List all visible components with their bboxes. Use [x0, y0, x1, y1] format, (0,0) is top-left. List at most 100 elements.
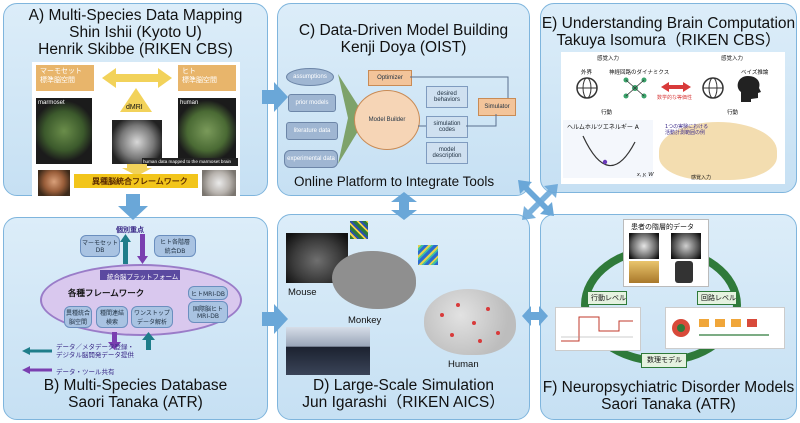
neural-network-icon [623, 77, 647, 99]
down-teal-arrows-icon [108, 332, 155, 350]
behavior-plot [555, 307, 641, 351]
head-silhouette-icon [737, 76, 761, 102]
panel-d-title-line2: Jun Igarashi（RIKEN AICS） [302, 394, 505, 411]
sense-input-1: 感覚入力 [597, 56, 620, 62]
panel-a-title-line3: Henrik Skibbe (RIKEN CBS) [38, 41, 233, 58]
desired-behaviors-box: desired behaviors [426, 86, 468, 108]
monkey-brain [332, 251, 416, 309]
world-label: 外界 [581, 70, 593, 76]
legend-teal-arrow-icon [22, 347, 52, 355]
panel-b-title-line2: Saori Tanaka (ATR) [68, 394, 203, 411]
arrow-a-to-c-icon [262, 82, 288, 112]
marmoset-ref-label: マーモセット 標準脳空間 [40, 67, 82, 84]
globe-right-icon [702, 77, 724, 99]
behavior-level-label: 行動レベル [591, 294, 626, 302]
frameworks-label: 各種フレームワーク [68, 289, 145, 299]
panel-d-title: D) Large-Scale Simulation Jun Igarashi（R… [278, 377, 529, 411]
literature-data-node: literature data [286, 122, 338, 140]
simulator-box: Simulator [478, 98, 516, 116]
legend-register-label: データ／メタデータ登録・ デジタル脳開発データ提供 [56, 343, 134, 359]
one-stop-pill: ワンストップ データ解析 [131, 306, 173, 328]
panel-c-title-line2: Kenji Doya (OIST) [340, 39, 467, 56]
globe-left-icon [576, 77, 598, 99]
human-label: human [180, 100, 199, 106]
patient-eeg-image [629, 261, 659, 283]
panel-f-title: F) Neuropsychiatric Disorder Models Saor… [541, 379, 796, 413]
patient-data-label: 患者の階層的データ [631, 223, 694, 231]
human-brain-dots-icon [440, 303, 500, 343]
monkey-photo [38, 170, 70, 196]
marmoset-ref-box [36, 65, 94, 91]
model-builder-box: Model Builder [354, 90, 420, 150]
human-ref-box [178, 65, 236, 91]
funnel-arrows-icon [338, 74, 366, 164]
marmoset-label: marmoset [38, 100, 65, 106]
panel-b-title-line1: B) Multi-Species Database [43, 377, 228, 394]
human-ref-label: ヒト 標準脳空間 [182, 67, 217, 84]
sense-input-3: 感覚入力 [691, 175, 712, 181]
mapping-arrow-icon [102, 68, 172, 88]
circuit-level-tag [697, 291, 737, 305]
model-tools-pill: 種間連結 検索 [96, 306, 128, 328]
legend-share-label: データ・ツール共有 [56, 368, 115, 376]
experimental-data-node: experimental data [284, 150, 338, 168]
marmoset-db-pill: マーモセット DB [80, 235, 120, 257]
equivalence-arrow-icon [661, 82, 691, 92]
caption-bar [142, 158, 238, 166]
optimizer-box: Optimizer [368, 70, 412, 86]
human-brain [424, 289, 516, 355]
patient-phone-image [675, 261, 693, 283]
mapping-caption: human data mapped to the marmoset brain [143, 159, 232, 164]
marmoset-brain-scan [36, 98, 92, 164]
math-model-tag [641, 353, 687, 368]
behavior-level-tag [587, 291, 627, 305]
panel-a-title-line1: A) Multi-Species Data Mapping [28, 7, 243, 24]
flow-lines-icon [410, 76, 509, 127]
supercomputer-photo [286, 327, 370, 375]
platform-bar [100, 270, 180, 280]
axes-label: x, y, W [637, 172, 654, 178]
free-energy-label: ヘルムホルツエネルギー A [567, 124, 639, 131]
arrow-a-to-b-icon [118, 194, 148, 220]
human-brain-scan [178, 98, 236, 164]
circuit-nodes-icon [672, 319, 769, 337]
platform-label: 統合脳プラットフォーム [107, 273, 179, 281]
mri-db-pill: ヒトMRI-DB [188, 286, 228, 300]
arrow-c-e-f-cross-icon [518, 180, 558, 220]
panel-b-title: B) Multi-Species Database Saori Tanaka (… [4, 377, 267, 411]
human-db-pill: ヒト各階層 統合DB [154, 235, 196, 257]
panel-e-title-line2: Takuya Isomura（RIKEN CBS） [556, 32, 781, 49]
down-arrow-icon [122, 164, 152, 176]
panel-a-figure: マーモセット 標準脳空間 ヒト 標準脳空間 dMRI marmoset huma… [32, 62, 240, 196]
model-description-box: model description [426, 142, 468, 164]
sense-input-2: 感覚入力 [721, 56, 744, 62]
assumptions-cloud: assumptions [286, 68, 334, 86]
action-label-1: 行動 [601, 110, 613, 116]
free-energy-plot [563, 120, 653, 178]
mouse-photo [202, 170, 236, 196]
panel-a-title-line2: Shin Ishii (Kyoto U) [69, 24, 202, 41]
panel-c-model-building: C) Data-Driven Model Building Kenji Doya… [277, 3, 530, 196]
mouse-label: Mouse [288, 287, 317, 298]
dynamics-label: 神経回路のダイナミクス [609, 70, 670, 76]
arrow-c-d-bidirectional-icon [391, 192, 417, 220]
monkey-label: Monkey [348, 315, 382, 326]
panel-d-title-line1: D) Large-Scale Simulation [313, 377, 494, 394]
framework-label: 異種脳統合フレームワーク [92, 177, 188, 186]
dmri-label: dMRI [126, 104, 143, 111]
math-model-label: 数理モデル [647, 356, 682, 364]
online-platform-label: Online Platform to Integrate Tools [294, 174, 495, 189]
panel-c-title-line1: C) Data-Driven Model Building [298, 22, 509, 39]
panel-e-title: E) Understanding Brain Computation Takuy… [541, 15, 796, 49]
panel-b-database: B) Multi-Species Database Saori Tanaka (… [3, 217, 268, 420]
panel-f-title-line1: F) Neuropsychiatric Disorder Models [542, 379, 795, 396]
human-label: Human [448, 359, 479, 370]
cross-species-pill: 異種統合 脳空間 [64, 306, 92, 328]
panel-e-title-line1: E) Understanding Brain Computation [541, 15, 796, 32]
dmri-brain-scan [112, 120, 162, 164]
prior-models-node: prior models [288, 94, 336, 112]
panel-d-simulation: D) Large-Scale Simulation Jun Igarashi（R… [277, 214, 530, 420]
panel-f-title-line2: Saori Tanaka (ATR) [601, 396, 736, 413]
monkey-connectivity-matrix [418, 245, 438, 265]
circuit-level-label: 回路レベル [701, 294, 736, 302]
